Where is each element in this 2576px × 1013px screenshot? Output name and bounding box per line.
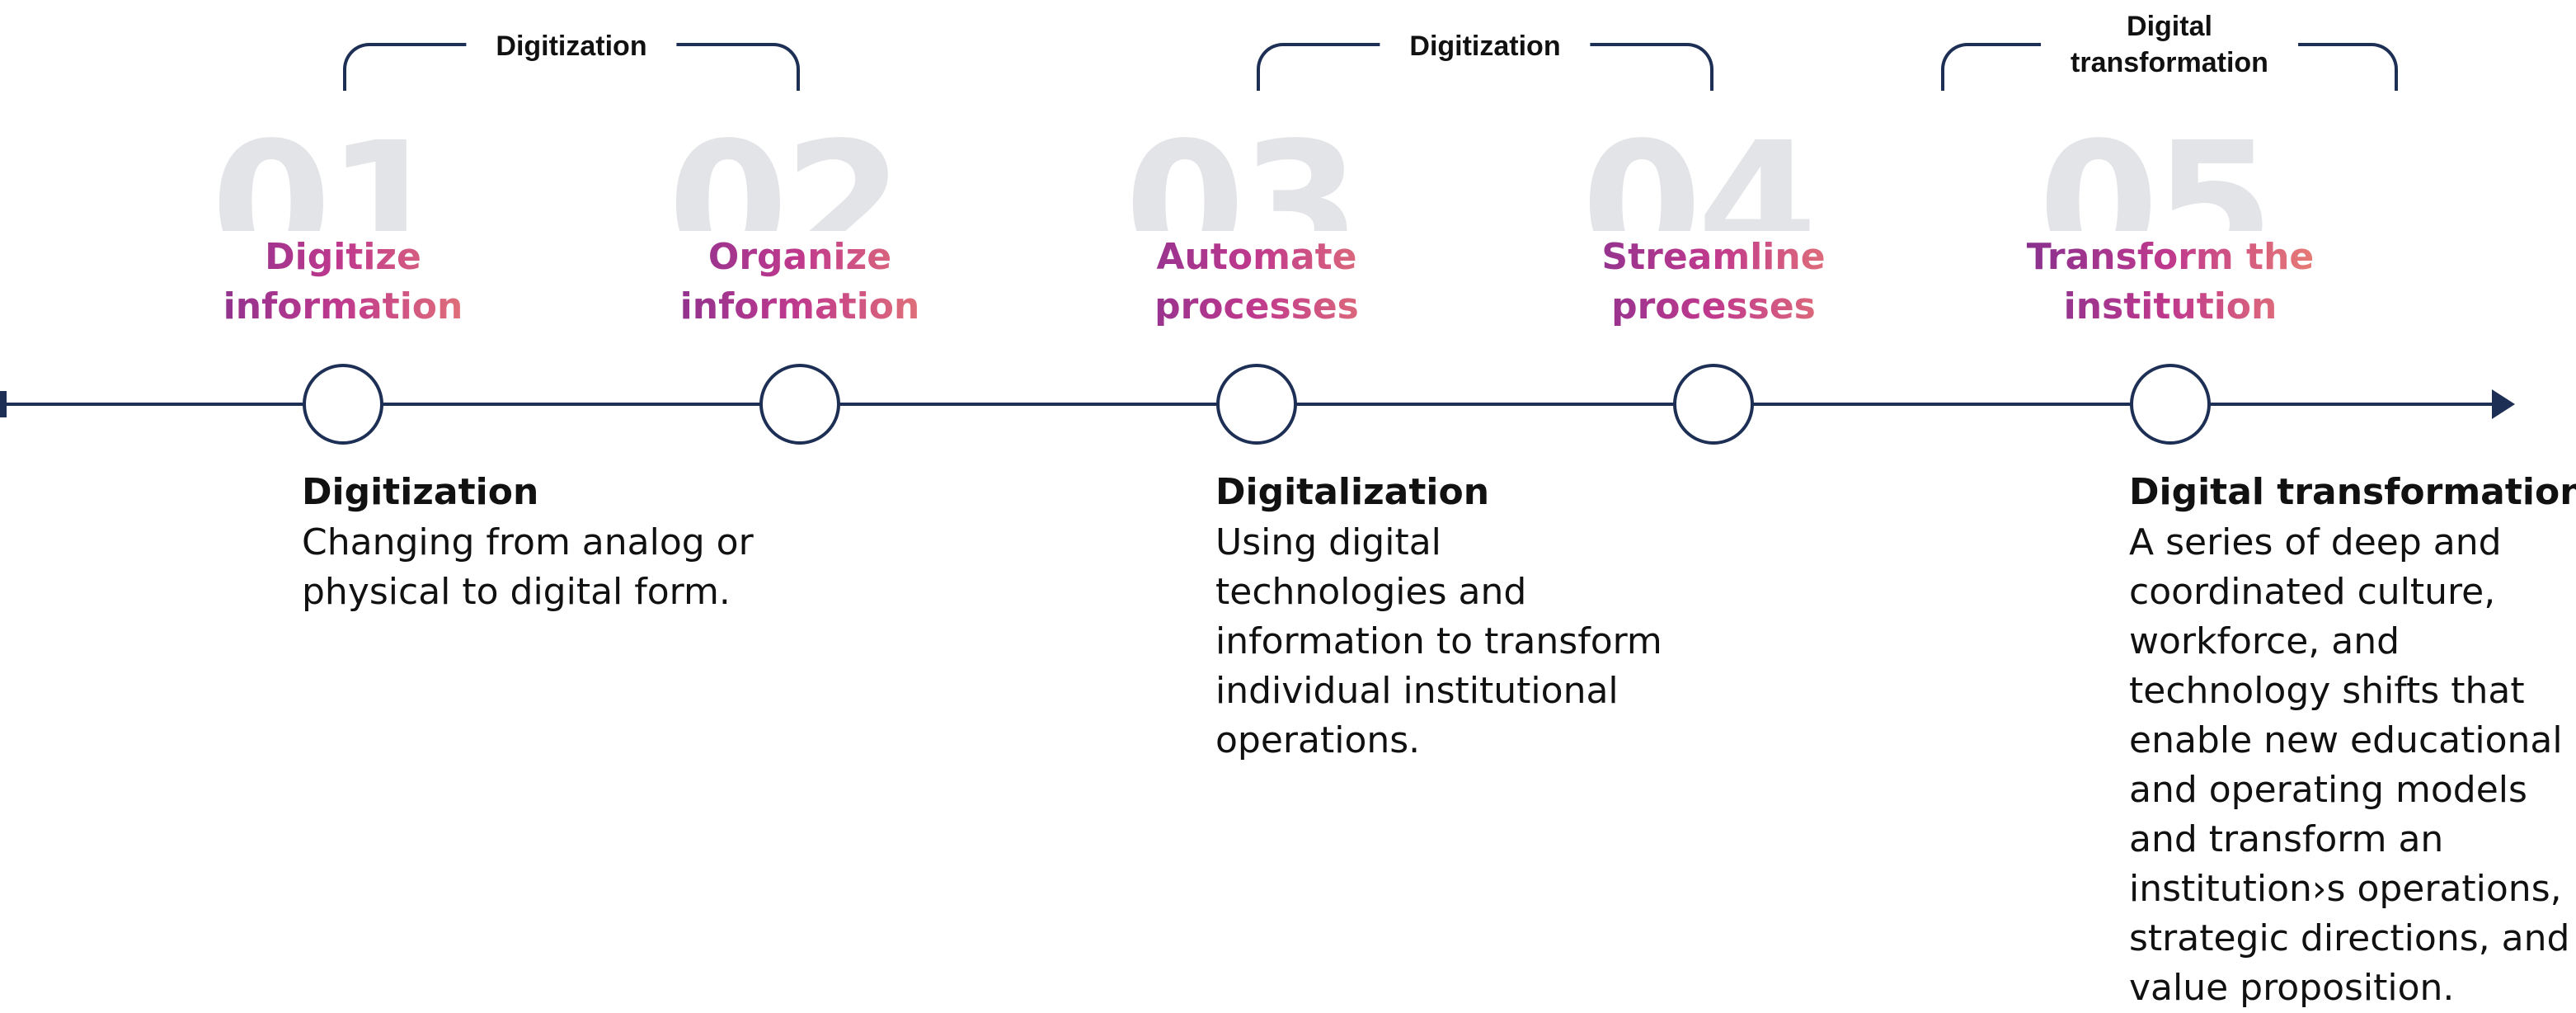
bracket-label: Digitization bbox=[1380, 28, 1591, 64]
milestone-circle-5 bbox=[2130, 364, 2211, 445]
description-title: Digitalization bbox=[1215, 471, 1490, 513]
step-title: Organize information bbox=[618, 233, 981, 332]
step-title: Transform the institution bbox=[1989, 233, 2352, 332]
description-body: A series of deep and coordinated culture… bbox=[2129, 521, 2570, 1009]
step-number: 03 bbox=[1124, 115, 1361, 231]
milestone-circle-3 bbox=[1216, 364, 1297, 445]
bracket-label: Digital transformation bbox=[2041, 8, 2298, 81]
bracket-label: Digitization bbox=[466, 28, 677, 64]
description-title: Digital transformation bbox=[2129, 471, 2576, 513]
description-title: Digitization bbox=[302, 471, 539, 513]
description-digitization: Digitization Changing from analog or phy… bbox=[302, 467, 895, 617]
step-number: 04 bbox=[1581, 115, 1817, 231]
bracket-digitization-2: Digitization bbox=[1257, 28, 1713, 91]
step-number: 01 bbox=[210, 115, 447, 231]
step-number: 02 bbox=[667, 115, 904, 231]
bracket-digital-transformation: Digital transformation bbox=[1941, 8, 2398, 91]
timeline-arrow-head bbox=[2492, 389, 2515, 419]
step-title: Digitize information bbox=[162, 233, 524, 332]
step-title: Streamline processes bbox=[1532, 233, 1895, 332]
description-body: Using digital technologies and informati… bbox=[1215, 521, 1662, 761]
milestone-circle-4 bbox=[1673, 364, 1754, 445]
milestone-circle-2 bbox=[759, 364, 840, 445]
description-digital-transformation: Digital transformation A series of deep … bbox=[2129, 467, 2576, 1013]
step-number: 05 bbox=[2038, 115, 2274, 231]
step-title: Automate processes bbox=[1075, 233, 1438, 332]
description-body: Changing from analog or physical to digi… bbox=[302, 521, 754, 613]
milestone-circle-1 bbox=[303, 364, 383, 445]
timeline-start-tick bbox=[0, 391, 7, 417]
description-digitalization: Digitalization Using digital technologie… bbox=[1215, 467, 1809, 766]
bracket-digitization-1: Digitization bbox=[343, 28, 800, 91]
